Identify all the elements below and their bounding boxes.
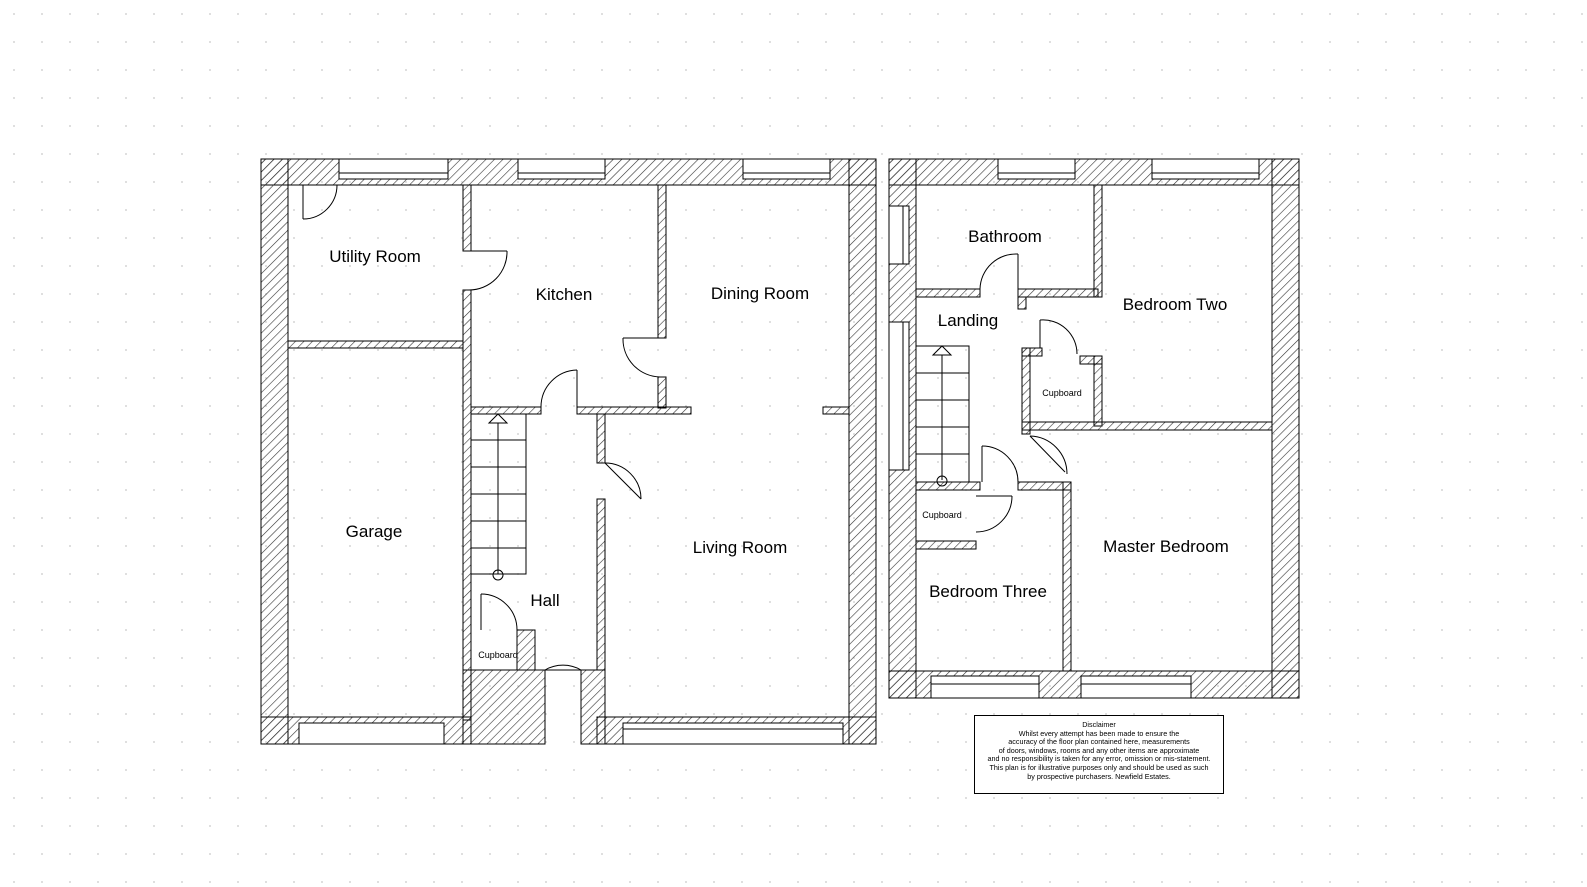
cupboard-left-wall — [1021, 347, 1031, 435]
room-label-bedroom-three: Bedroom Three — [929, 582, 1047, 601]
ground-doors — [302, 184, 661, 671]
garage-hall-wall — [462, 289, 472, 721]
disclaimer-title: Disclaimer — [1082, 720, 1116, 729]
bathroom-bed2-wall — [1093, 184, 1103, 298]
hall-wall-bottom-right — [580, 669, 606, 745]
first-staircase — [915, 345, 970, 487]
kitchen-hall-wall-a — [470, 406, 542, 415]
room-label-cupboard-1: Cupboard — [1042, 388, 1082, 398]
cupboard2-bottom-wall — [915, 540, 977, 550]
room-label-dining: Dining Room — [711, 284, 809, 303]
room-label-kitchen: Kitchen — [536, 285, 593, 304]
hall-wall-bottom-left — [462, 669, 546, 745]
first-doors — [975, 253, 1078, 533]
kitchen-dining-wall-b — [657, 376, 667, 409]
ground-wall-left — [260, 158, 289, 745]
ground-floor-plan — [260, 158, 877, 745]
room-label-bedroom-two: Bedroom Two — [1123, 295, 1228, 314]
bed3-master-wall — [1062, 481, 1072, 672]
first-windows — [888, 158, 1260, 699]
utility-kitchen-wall-a — [462, 184, 472, 252]
first-wall-right — [1271, 158, 1300, 699]
landing-bed2-stub — [1017, 296, 1027, 310]
dining-living-stub — [822, 406, 850, 415]
hall-living-wall-b — [596, 498, 606, 671]
room-label-landing: Landing — [938, 311, 999, 330]
kitchen-hall-wall-b — [576, 406, 692, 415]
cupboard-wall — [516, 629, 536, 671]
disclaimer-line: by prospective purchasers. Newfield Esta… — [1027, 771, 1171, 781]
bathroom-landing-wall-a — [915, 288, 981, 298]
first-floor-plan — [888, 158, 1300, 699]
bed2-cupboard-wall — [1093, 355, 1103, 427]
room-label-ground-cupboard: Cupboard — [478, 650, 518, 660]
bed2-master-wall — [1021, 421, 1273, 431]
ground-windows — [298, 158, 844, 745]
room-label-utility: Utility Room — [329, 247, 421, 266]
ground-staircase — [470, 413, 527, 581]
disclaimer-line: Whilst every attempt has been made to en… — [1018, 728, 1180, 738]
ground-wall-right — [848, 158, 877, 745]
cupboard-top-wall-b — [1079, 355, 1103, 365]
room-label-cupboard-2: Cupboard — [922, 510, 962, 520]
room-label-living: Living Room — [693, 538, 788, 557]
kitchen-dining-wall-a — [657, 184, 667, 339]
bathroom-landing-wall-b — [1017, 288, 1099, 298]
room-label-master-bedroom: Master Bedroom — [1103, 537, 1229, 556]
disclaimer-line: and no responsibility is taken for any e… — [987, 754, 1211, 764]
room-label-hall: Hall — [530, 591, 559, 610]
room-label-garage: Garage — [346, 522, 403, 541]
cupboard2-top-wall — [915, 481, 981, 491]
room-label-bathroom: Bathroom — [968, 227, 1042, 246]
disclaimer-line: This plan is for illustrative purposes o… — [989, 762, 1209, 772]
disclaimer-line: of doors, windows, rooms and any other i… — [998, 745, 1200, 755]
disclaimer-box: Disclaimer Whilst every attempt has been… — [974, 715, 1224, 794]
utility-garage-wall — [287, 340, 464, 349]
bed3-top-wall — [1017, 481, 1072, 491]
hall-living-wall-a — [596, 413, 606, 464]
disclaimer-line: accuracy of the floor plan contained her… — [1008, 737, 1190, 747]
